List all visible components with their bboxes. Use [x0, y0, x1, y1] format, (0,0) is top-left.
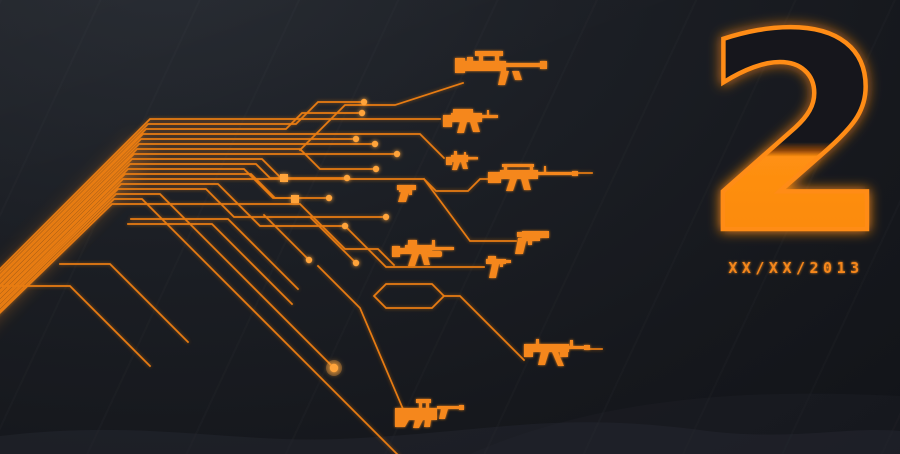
circuit-traces — [0, 81, 603, 454]
circuit-trace-sniper — [298, 81, 465, 152]
node-dot — [352, 259, 360, 267]
node-dot — [305, 256, 313, 264]
node-dot — [372, 165, 380, 173]
background-hills — [0, 393, 900, 454]
circuit-trace — [0, 198, 399, 454]
node-dot — [360, 98, 368, 106]
circuit-trace — [0, 138, 353, 282]
node-dot — [352, 135, 360, 143]
circuit-trace-smg — [443, 295, 526, 362]
node-dot — [325, 194, 333, 202]
hill-silhouette — [0, 422, 900, 454]
circuit-trace — [127, 223, 294, 306]
circuit-trace — [0, 193, 334, 368]
circuit-trace — [0, 158, 282, 292]
circuit-trace — [262, 213, 311, 262]
node-dot — [343, 174, 351, 182]
circuit-trace — [0, 118, 441, 271]
node-pad — [291, 195, 299, 203]
compact-carbine-icon — [446, 151, 478, 170]
circuit-trace — [0, 133, 446, 279]
circuit-trace — [0, 153, 394, 289]
circuit-trace — [0, 163, 344, 294]
bullpup-rifle-icon — [395, 399, 464, 428]
node-dot-halo — [326, 360, 342, 376]
circuit-trace — [0, 203, 396, 315]
circuit-trace — [0, 285, 152, 368]
submachine-gun-icon — [524, 339, 590, 366]
node-dot — [393, 150, 401, 158]
circuit-trace-machine-pistol — [343, 224, 485, 268]
node-dot — [341, 222, 349, 230]
circuit-trace — [130, 218, 300, 291]
release-date: XX/XX/2013 — [728, 259, 863, 277]
circuit-trace-bullpup — [316, 264, 405, 411]
node-dot — [382, 213, 390, 221]
circuit-trace — [0, 112, 359, 277]
circuit-nodes — [280, 98, 401, 376]
logo-numeral: 2 — [701, 0, 890, 294]
assault-rifle-icon — [443, 109, 498, 133]
circuit-trace-heavy-pistol — [422, 177, 517, 242]
heavy-pistol-icon — [515, 231, 549, 254]
node-dot — [358, 109, 366, 117]
node-pad — [280, 174, 288, 182]
circuit-trace — [0, 178, 490, 302]
node-dot — [371, 140, 379, 148]
circuit-trace — [309, 216, 358, 265]
grenadier-rifle-icon — [392, 240, 454, 266]
weapon-icons — [392, 51, 590, 428]
machine-pistol-icon — [486, 256, 511, 278]
pistol-icon — [397, 185, 416, 202]
circuit-trace — [0, 101, 361, 274]
battle-rifle-icon — [488, 164, 578, 191]
circuit-trace — [0, 183, 342, 304]
circuit-trace — [59, 263, 190, 344]
sniper-rifle-icon — [455, 51, 547, 85]
hill-silhouette-right — [470, 393, 900, 454]
circuit-trace — [0, 143, 372, 284]
logo: 2 XX/XX/2013 — [699, 0, 893, 296]
circuit-trace — [0, 188, 383, 307]
circuit-hexagon-pad — [372, 283, 446, 309]
